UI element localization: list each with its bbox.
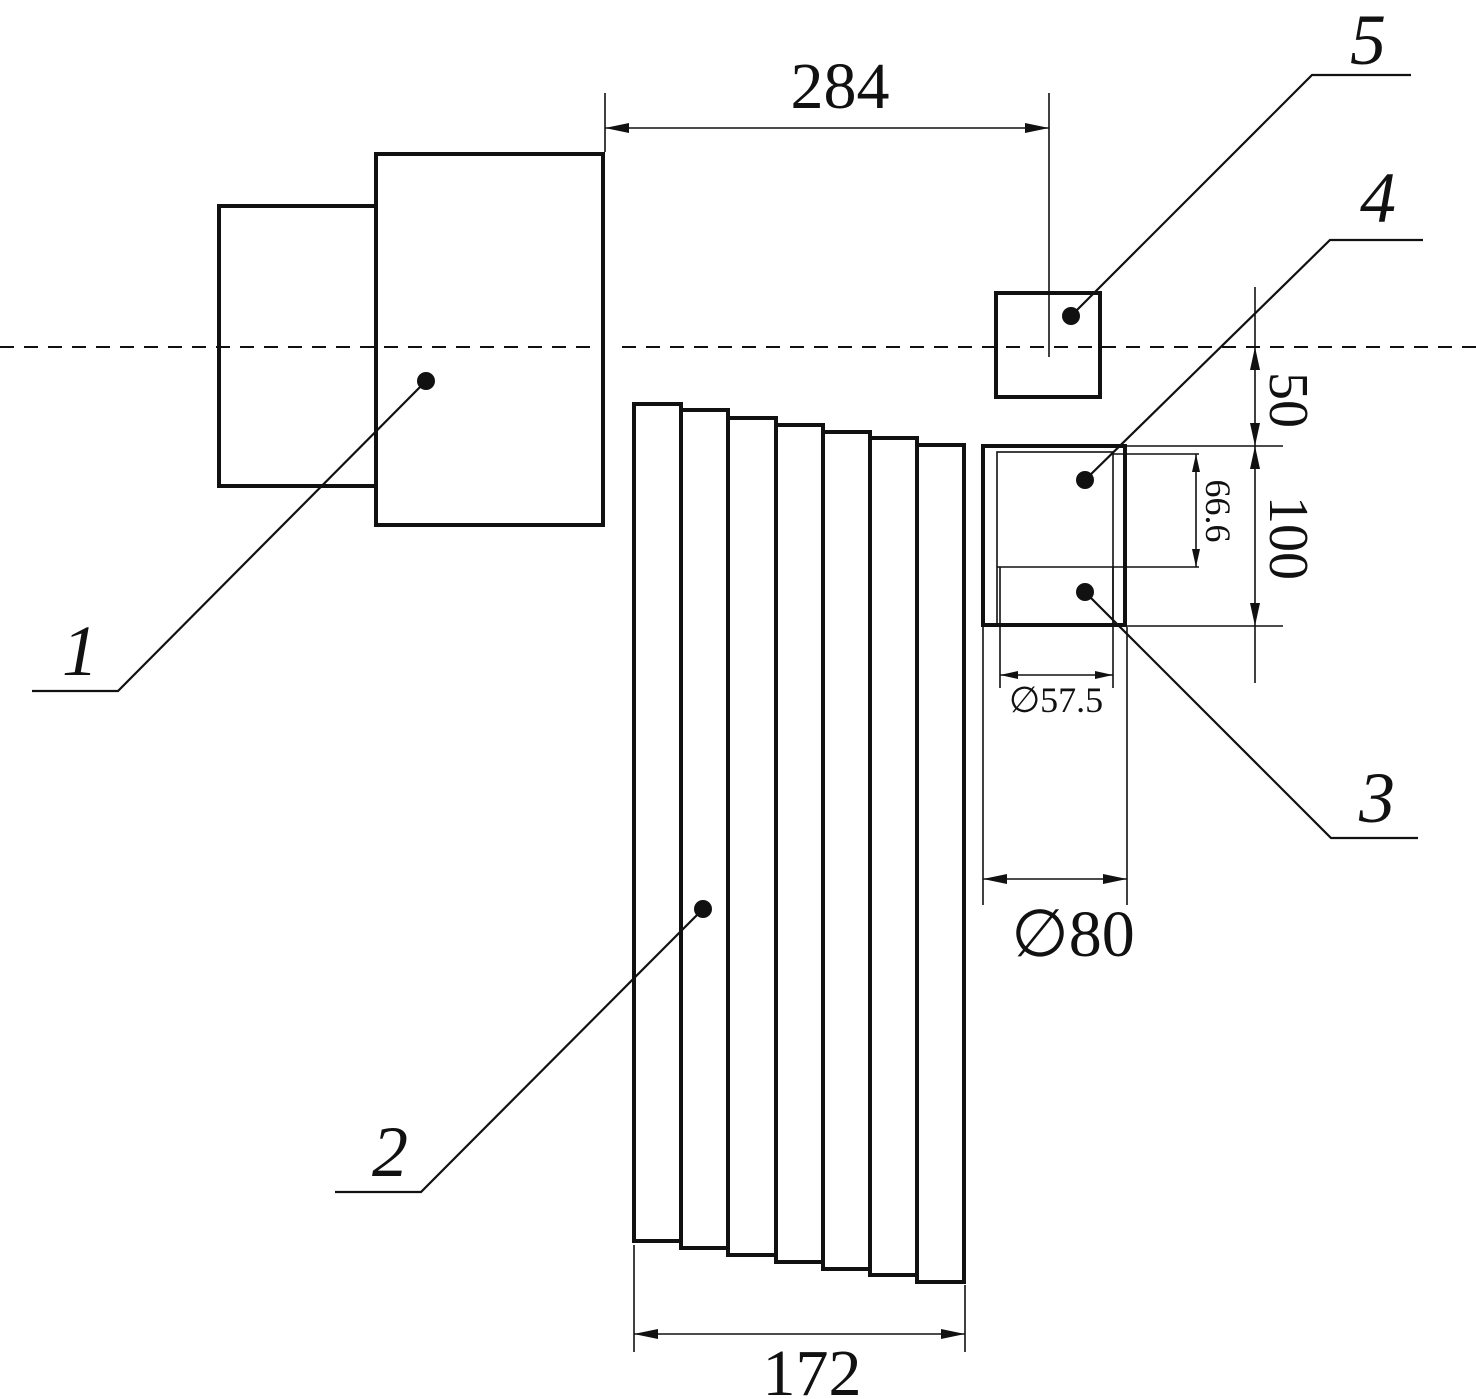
dimension-66-6 — [1113, 453, 1200, 568]
dimension-diameter-57-5 — [999, 567, 1114, 688]
dimension-text-66-6: 66.6 — [1198, 480, 1238, 543]
label-part-3: 3 — [1358, 758, 1395, 838]
dimension-vertical-50-100 — [1127, 287, 1283, 683]
label-part-5: 5 — [1350, 0, 1386, 80]
dimension-284 — [604, 93, 1050, 357]
dimension-text-diameter-57-5: ∅57.5 — [1009, 680, 1103, 720]
dimension-text-100: 100 — [1257, 496, 1319, 580]
part-3-4-cylinder — [981, 444, 1127, 627]
dimension-text-284: 284 — [791, 50, 890, 123]
dimension-text-50: 50 — [1257, 372, 1319, 428]
label-part-1: 1 — [62, 611, 98, 691]
leader-lines — [32, 73, 1423, 1194]
dimension-text-172: 172 — [763, 1337, 862, 1399]
label-part-4: 4 — [1360, 158, 1396, 238]
label-part-2: 2 — [372, 1112, 408, 1192]
part-2-stack — [632, 402, 966, 1284]
dimension-text-diameter-80: ∅80 — [1011, 898, 1135, 971]
part-1-body — [217, 152, 605, 527]
dimension-diameter-80 — [982, 627, 1128, 905]
part-5-square — [994, 291, 1102, 399]
dimension-172 — [633, 1245, 966, 1352]
